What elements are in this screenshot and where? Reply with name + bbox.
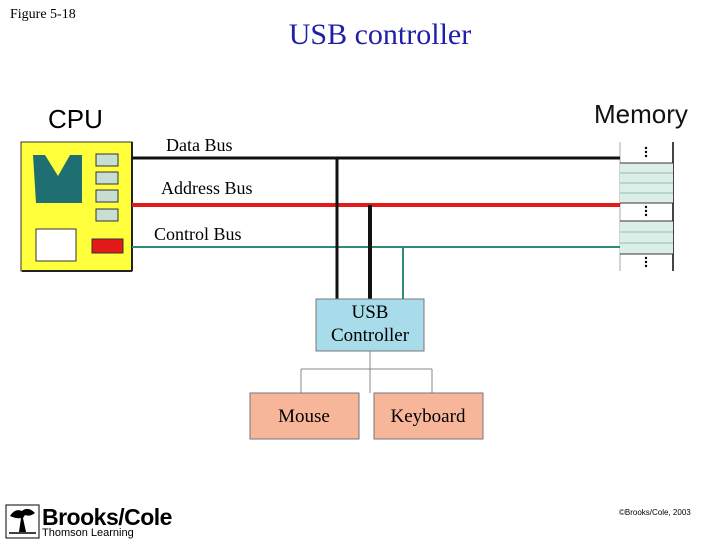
address-bus-label: Address Bus bbox=[161, 178, 253, 198]
mouse-label: Mouse bbox=[278, 406, 330, 427]
register bbox=[95, 153, 119, 167]
register bbox=[95, 208, 119, 222]
publisher-logo-text: Brooks/Cole bbox=[42, 504, 172, 530]
publisher-subtitle: Thomson Learning bbox=[42, 527, 134, 539]
data-bus-label: Data Bus bbox=[166, 135, 233, 155]
alu-shape bbox=[33, 155, 82, 203]
alu-notch bbox=[45, 155, 70, 176]
usb-controller-label-line2: Controller bbox=[331, 325, 410, 346]
status-indicator bbox=[91, 238, 124, 254]
tree-logo-icon bbox=[5, 504, 40, 539]
page-title: USB controller bbox=[288, 18, 472, 51]
memory-block bbox=[619, 142, 674, 271]
control-unit bbox=[35, 228, 77, 262]
cpu-label: CPU bbox=[48, 104, 103, 134]
figure-label: Figure 5-18 bbox=[10, 7, 76, 22]
keyboard-box bbox=[373, 392, 484, 440]
memory-dots-icon bbox=[644, 205, 648, 217]
usb-controller-label-line1: USB bbox=[352, 302, 389, 323]
memory-dots-icon bbox=[644, 146, 648, 158]
memory-dots-icon bbox=[644, 256, 648, 268]
cpu-block bbox=[20, 141, 133, 272]
memory-cells bbox=[620, 221, 673, 254]
copyright-notice: ©Brooks/Cole, 2003 bbox=[619, 508, 691, 517]
register bbox=[95, 171, 119, 185]
mouse-box bbox=[249, 392, 360, 440]
control-bus-label: Control Bus bbox=[154, 224, 242, 244]
keyboard-label: Keyboard bbox=[391, 406, 466, 427]
register bbox=[95, 189, 119, 203]
memory-label: Memory bbox=[594, 99, 688, 129]
